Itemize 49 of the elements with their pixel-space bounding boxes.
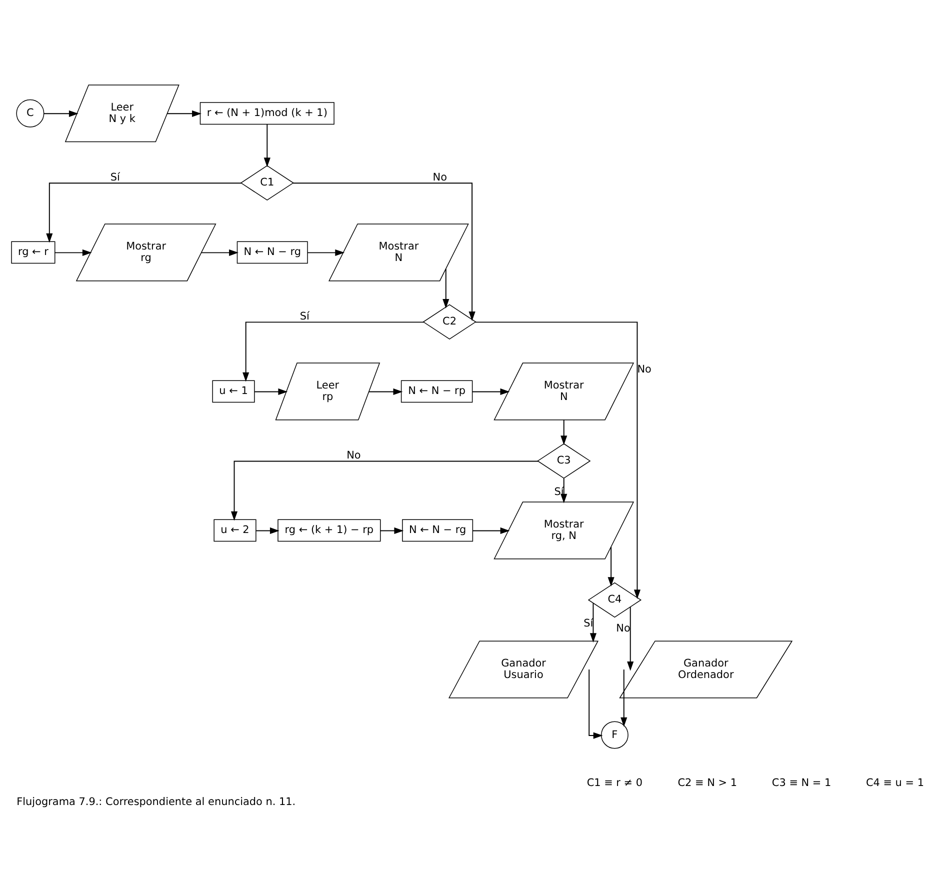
arrow [256,526,280,534]
arrow [43,110,78,116]
node-diamond: C3 [537,442,591,478]
label: C3 ≡ N = 1 [772,776,832,788]
caption: Flujograma 7.9.: Correspondiente al enunciado n. 11. [16,796,296,808]
edge-label: No [637,362,652,375]
node-box: N ← N − rp [400,380,473,402]
node-box: N ← N − rg [402,518,474,542]
arrow [588,668,603,738]
edge-label: Sí [110,170,120,183]
arrow [560,478,568,503]
arrow [627,606,634,670]
node-box: N ← N − rg [236,240,308,264]
arrow [474,321,641,599]
arrow [54,248,92,256]
node-box: r ← (N + 1)mod (k + 1) [200,102,334,124]
arrow [620,668,628,726]
node-circle: F [600,720,628,748]
edge-label: No [346,448,361,461]
label: C4 ≡ u = 1 [866,776,924,788]
arrow [442,268,450,308]
label: C1 ≡ r ≠ 0 [586,776,643,788]
label: C2 ≡ N > 1 [678,776,737,788]
arrow [368,388,403,394]
node-box: u ← 2 [214,518,256,542]
node-box: u ← 1 [212,380,255,402]
arrow [307,248,345,256]
arrow [590,602,597,642]
arrow [380,526,404,534]
arrow [472,526,510,534]
edge-label: Sí [300,310,310,322]
arrow [560,418,568,445]
edge-label: No [432,170,448,183]
arrow [46,182,242,242]
arrow [166,110,202,116]
arrow [292,182,476,320]
arrow [472,388,510,394]
arrow [200,248,238,256]
node-diamond: C1 [240,164,294,200]
arrow [242,321,424,382]
arrow [230,460,538,520]
arrow [264,123,270,167]
node-box: rg ← (k + 1) − rp [278,518,381,542]
node-box: rg ← r [11,240,56,264]
arrow [608,546,614,586]
arrow [254,388,288,394]
edge-label: No [616,622,630,634]
node-circle: C [16,98,44,127]
edge-label: Sí [584,617,594,630]
